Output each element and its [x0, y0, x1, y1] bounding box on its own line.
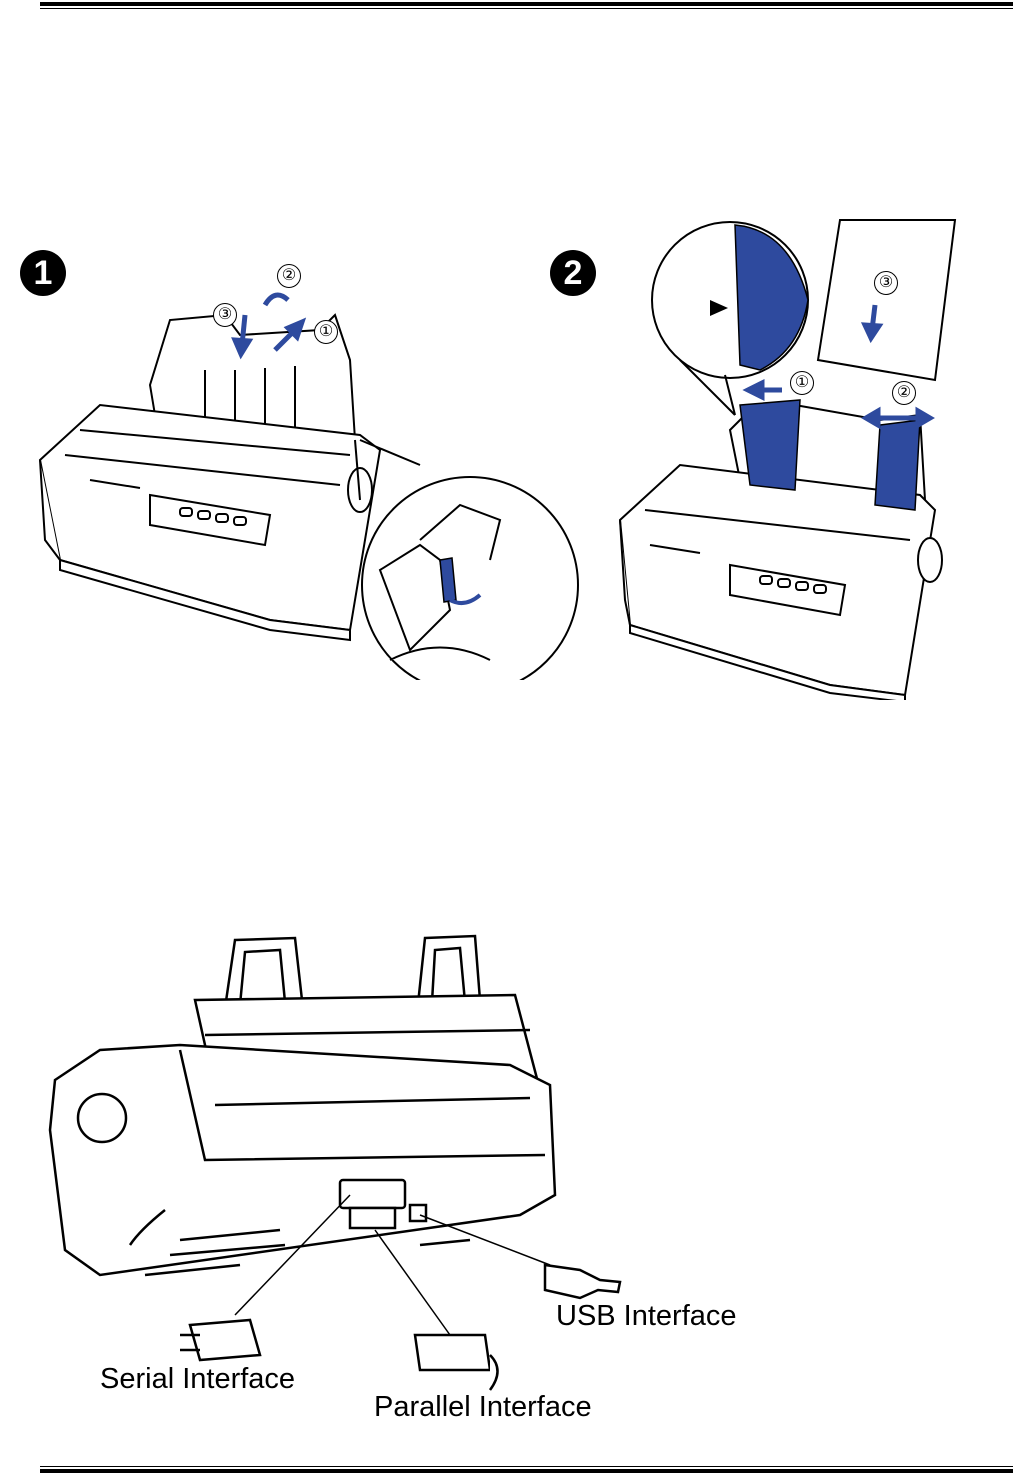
step-2-sub-2: ② [892, 381, 916, 405]
header-rule [40, 2, 1013, 9]
serial-interface-label: Serial Interface [100, 1363, 295, 1396]
interface-figure: Serial Interface Parallel Interface USB … [40, 930, 760, 1430]
parallel-interface-label: Parallel Interface [374, 1391, 592, 1424]
step-2-sub-3: ③ [874, 271, 898, 295]
step-2-sub-1: ① [790, 371, 814, 395]
step-1-sub-3: ③ [213, 303, 237, 327]
printer-illustration-2 [550, 190, 990, 700]
step-2-figure: 2 [550, 190, 990, 700]
step-1-sub-2: ② [277, 264, 301, 288]
printer-rear-illustration [40, 930, 760, 1430]
footer-rule [40, 1466, 1013, 1473]
printer-illustration-1 [20, 240, 580, 680]
step-1-sub-1: ① [314, 320, 338, 344]
step-1-figure: 1 [20, 240, 580, 680]
usb-interface-label: USB Interface [556, 1300, 737, 1333]
